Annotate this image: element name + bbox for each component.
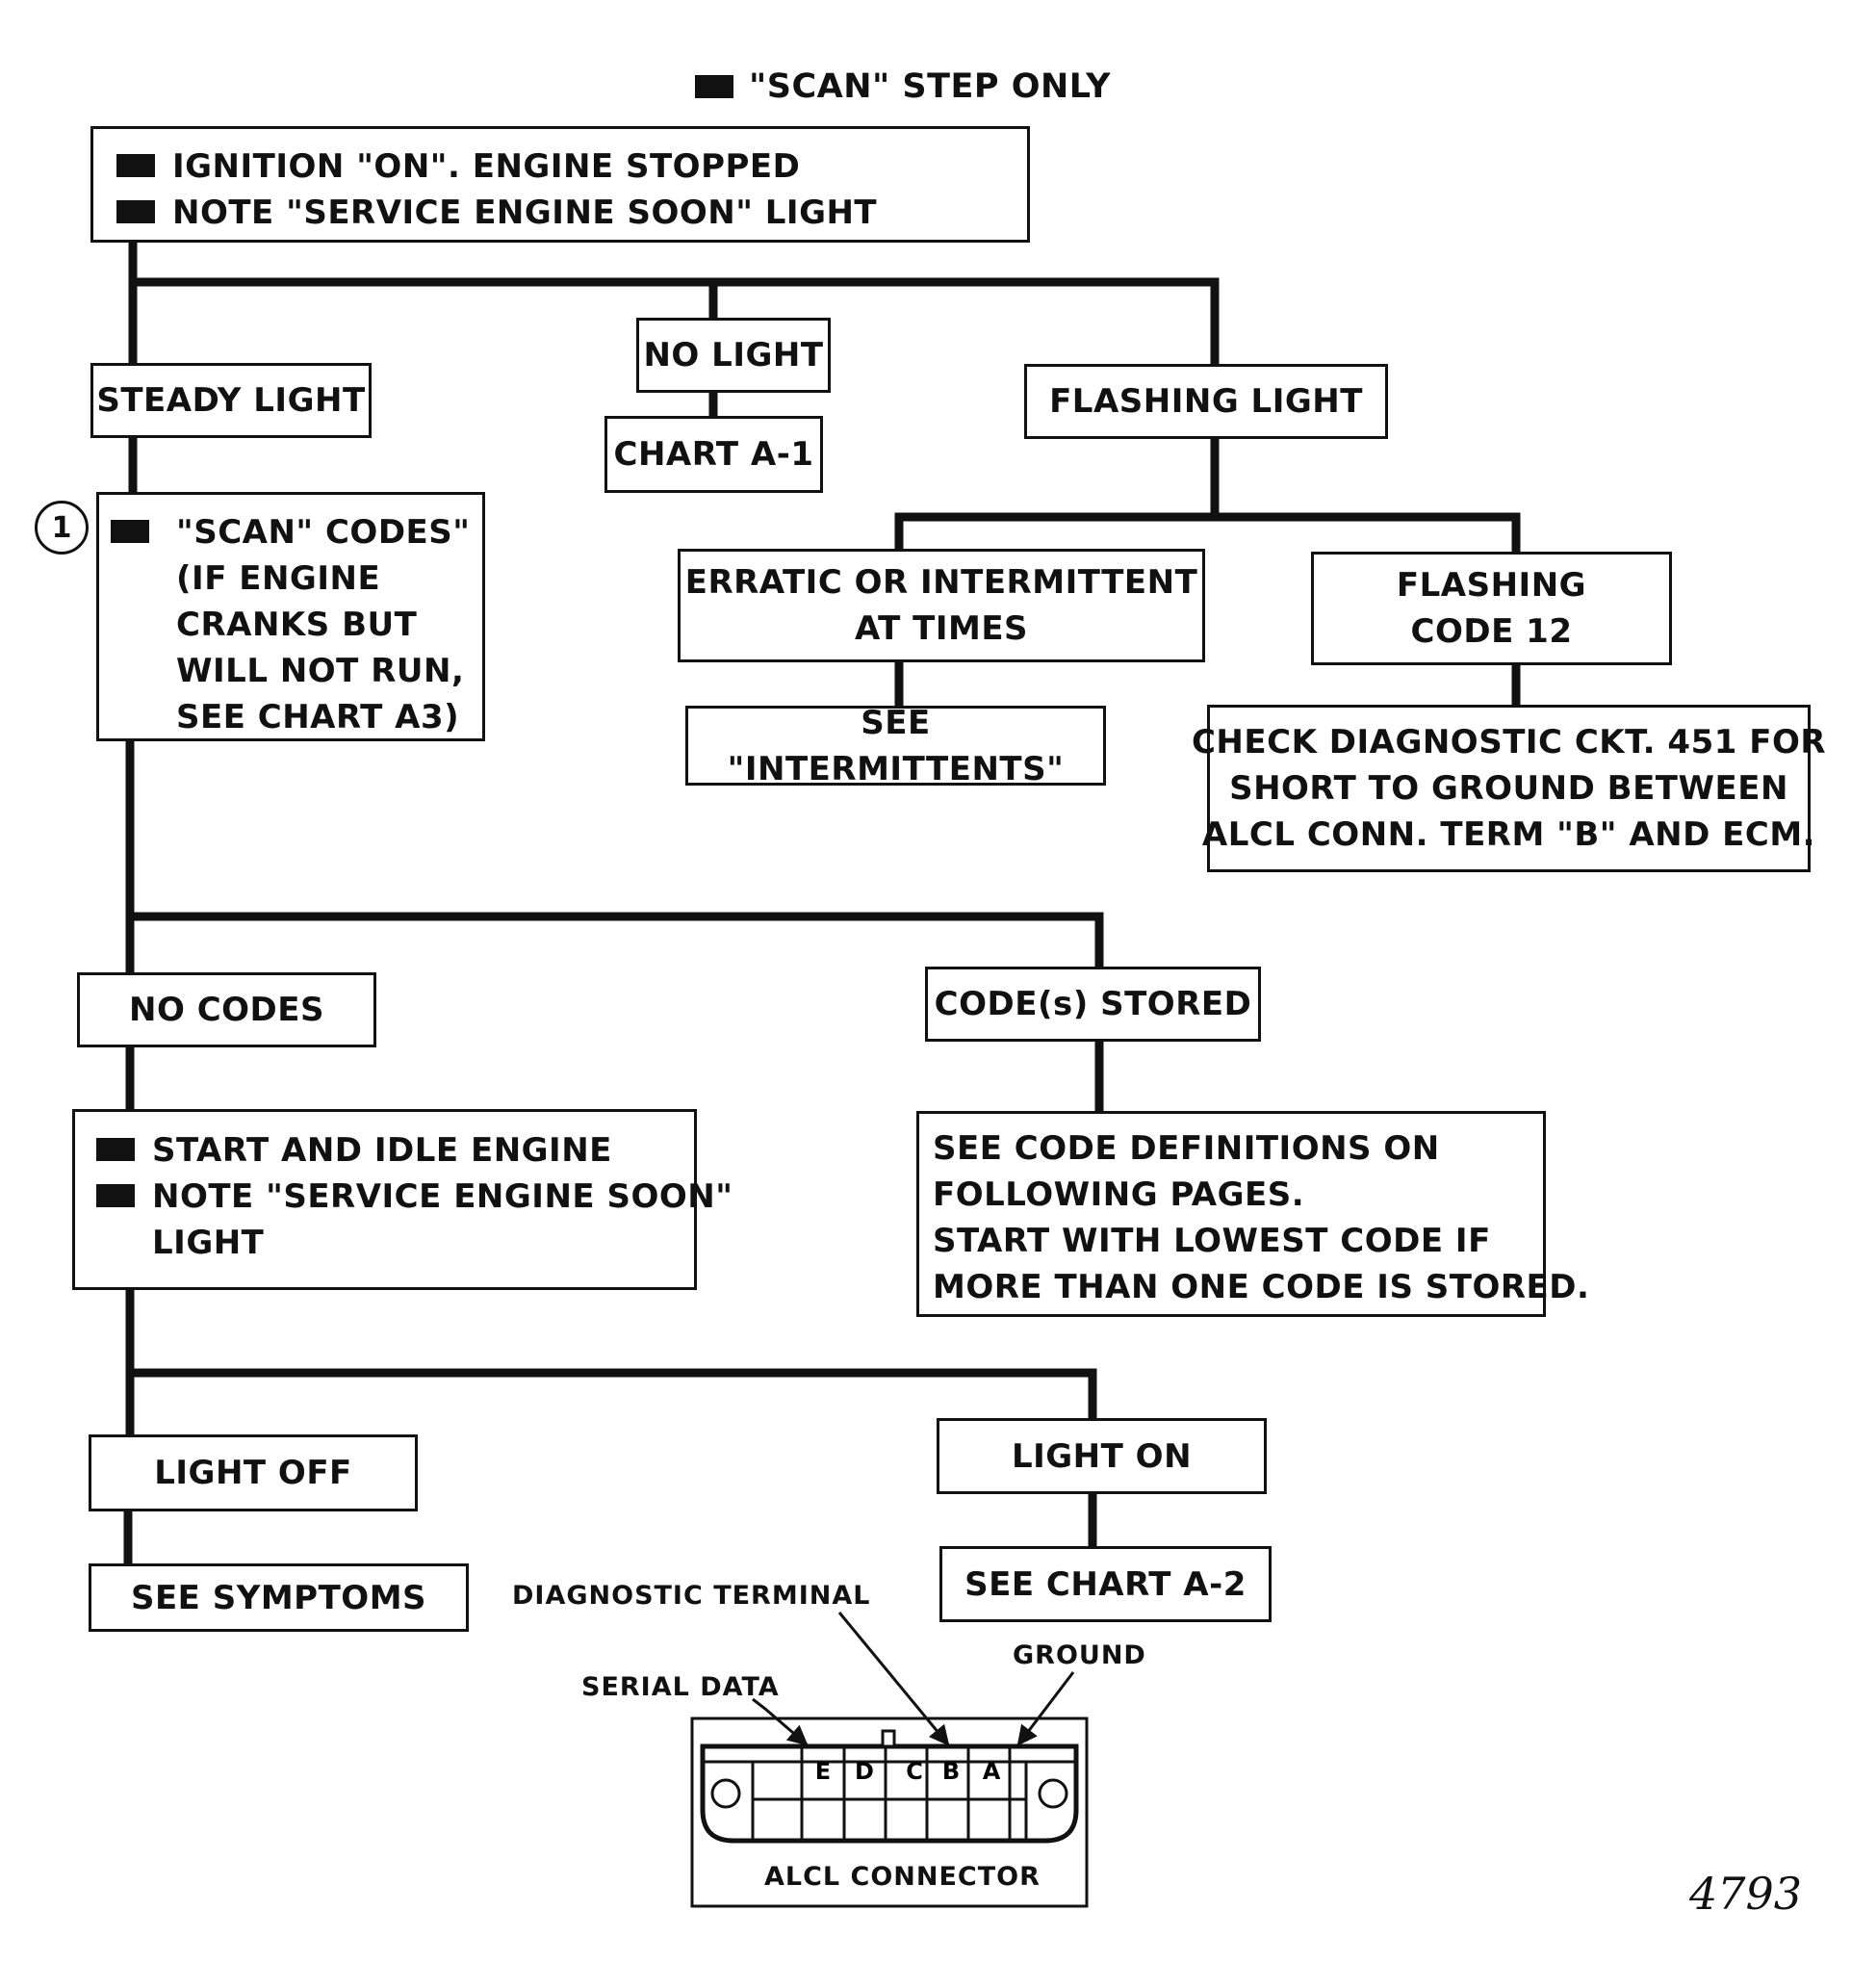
scan-step-marker-icon <box>96 1138 135 1161</box>
ground-label: GROUND <box>1013 1640 1146 1670</box>
erratic-line-1: ERRATIC OR INTERMITTENT <box>684 563 1198 602</box>
flashing-code-box: FLASHING CODE 12 <box>1311 552 1672 665</box>
pin-c: C <box>906 1758 923 1785</box>
scan-codes-line: (IF ENGINE <box>176 559 381 598</box>
light-off-label: LIGHT OFF <box>154 1454 352 1492</box>
steady-light-box: STEADY LIGHT <box>90 363 372 438</box>
pin-d: D <box>855 1758 874 1785</box>
flashing-code-line-2: CODE 12 <box>1410 612 1573 651</box>
no-light-box: NO LIGHT <box>636 318 831 393</box>
check-circuit-line-2: SHORT TO GROUND BETWEEN <box>1229 769 1788 808</box>
connector-housing <box>700 1743 1079 1844</box>
ground-arrow <box>1016 1671 1075 1746</box>
flashing-code-line-1: FLASHING <box>1396 566 1587 605</box>
code-definitions-line-2: FOLLOWING PAGES. <box>933 1175 1305 1214</box>
diagnostic-terminal-arrow <box>837 1612 950 1746</box>
check-circuit-box: CHECK DIAGNOSTIC CKT. 451 FOR SHORT TO G… <box>1192 705 1826 872</box>
mounting-hole-left <box>710 1778 741 1809</box>
erratic-box: ERRATIC OR INTERMITTENT AT TIMES <box>678 549 1205 662</box>
scan-step-marker-icon <box>96 1184 135 1207</box>
serial-data-arrow <box>752 1697 809 1746</box>
start-step-1: IGNITION "ON". ENGINE STOPPED <box>172 147 801 186</box>
scan-step-marker-icon <box>111 520 149 543</box>
pin-a: A <box>983 1758 1001 1785</box>
code-definitions-line-1: SEE CODE DEFINITIONS ON <box>933 1129 1440 1168</box>
connector-key <box>881 1729 896 1748</box>
see-intermittents-label: SEE "INTERMITTENTS" <box>727 703 1065 788</box>
scan-step-marker-icon <box>116 200 155 223</box>
see-chart-a2-label: SEE CHART A-2 <box>964 1564 1247 1604</box>
codes-stored-label: CODE(s) STORED <box>934 985 1252 1023</box>
chart-a1-box: CHART A-1 <box>604 416 823 493</box>
start-idle-line-1: START AND IDLE ENGINE <box>152 1131 612 1170</box>
scan-step-marker-icon <box>116 154 155 177</box>
scan-codes-line: "SCAN" CODES" <box>176 513 471 552</box>
code-definitions-box: SEE CODE DEFINITIONS ON FOLLOWING PAGES.… <box>916 1111 1590 1317</box>
check-circuit-line-3: ALCL CONN. TERM "B" AND ECM. <box>1201 815 1816 854</box>
figure-number: 4793 <box>1689 1868 1803 1920</box>
scan-codes-line: CRANKS BUT <box>176 606 418 644</box>
legend-text: "SCAN" STEP ONLY <box>749 67 1111 106</box>
see-intermittents-box: SEE "INTERMITTENTS" <box>685 704 1106 788</box>
diagnostic-terminal-label: DIAGNOSTIC TERMINAL <box>512 1581 871 1611</box>
no-light-label: NO LIGHT <box>643 336 824 374</box>
step-number: 1 <box>51 510 72 545</box>
start-idle-line-2: NOTE "SERVICE ENGINE SOON" <box>152 1177 733 1216</box>
connector-title: ALCL CONNECTOR <box>764 1862 1041 1892</box>
code-definitions-line-4: MORE THAN ONE CODE IS STORED. <box>933 1268 1590 1306</box>
code-definitions-line-3: START WITH LOWEST CODE IF <box>933 1222 1491 1260</box>
scan-codes-line: SEE CHART A3) <box>176 698 460 736</box>
start-box: IGNITION "ON". ENGINE STOPPED NOTE "SERV… <box>90 126 1030 243</box>
start-step-2: NOTE "SERVICE ENGINE SOON" LIGHT <box>172 194 878 232</box>
step-number-marker: 1 <box>35 501 89 555</box>
see-symptoms-label: SEE SYMPTOMS <box>130 1578 427 1617</box>
scan-step-marker-icon <box>695 75 733 98</box>
start-idle-line-3: LIGHT <box>152 1224 265 1262</box>
start-idle-box: START AND IDLE ENGINE NOTE "SERVICE ENGI… <box>72 1109 733 1290</box>
legend: "SCAN" STEP ONLY <box>695 67 1111 106</box>
mounting-hole-right <box>1038 1778 1068 1809</box>
check-circuit-line-1: CHECK DIAGNOSTIC CKT. 451 FOR <box>1191 723 1827 762</box>
light-on-label: LIGHT ON <box>1011 1436 1193 1476</box>
no-codes-box: NO CODES <box>77 972 376 1047</box>
pin-b: B <box>942 1758 960 1785</box>
erratic-line-2: AT TIMES <box>854 609 1029 648</box>
alcl-connector: E D C B A <box>690 1717 1089 1908</box>
light-on-box: LIGHT ON <box>937 1418 1267 1494</box>
flashing-light-box: FLASHING LIGHT <box>1024 364 1388 439</box>
scan-codes-box: "SCAN" CODES" (IF ENGINE CRANKS BUT WILL… <box>96 492 485 741</box>
no-codes-label: NO CODES <box>129 991 324 1029</box>
chart-a1-label: CHART A-1 <box>613 435 814 474</box>
see-chart-a2-box: SEE CHART A-2 <box>939 1546 1272 1622</box>
steady-light-label: STEADY LIGHT <box>96 381 366 420</box>
see-symptoms-box: SEE SYMPTOMS <box>89 1563 469 1632</box>
light-off-box: LIGHT OFF <box>89 1434 418 1511</box>
scan-codes-line: WILL NOT RUN, <box>176 652 465 690</box>
flashing-light-label: FLASHING LIGHT <box>1049 382 1363 421</box>
codes-stored-box: CODE(s) STORED <box>925 967 1261 1042</box>
serial-data-label: SERIAL DATA <box>581 1672 780 1702</box>
pin-e: E <box>815 1758 831 1785</box>
